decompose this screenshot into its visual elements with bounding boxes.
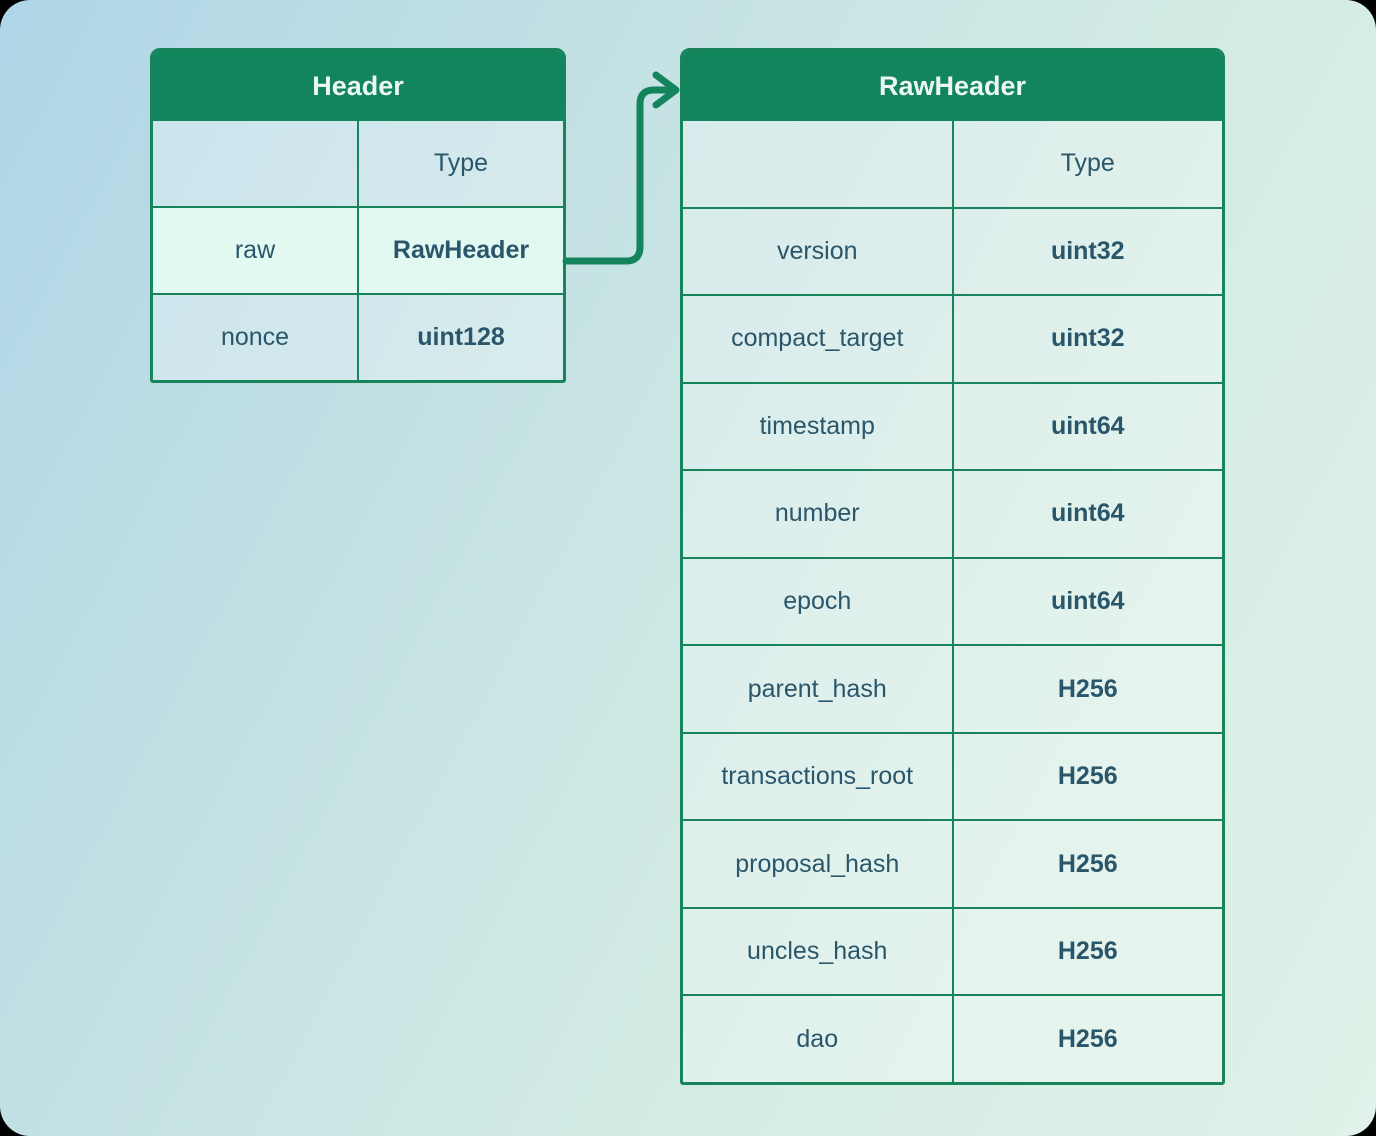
header-table-title: Header xyxy=(153,51,563,121)
field-type: H256 xyxy=(953,733,1222,820)
rawheader-table-title: RawHeader xyxy=(683,51,1222,121)
table-row-compact-target: compact_target uint32 xyxy=(683,294,1222,382)
empty-cell xyxy=(153,121,359,206)
table-row-parent-hash: parent_hash H256 xyxy=(683,644,1222,732)
field-name: nonce xyxy=(153,295,359,380)
field-name: epoch xyxy=(683,558,954,645)
field-name: proposal_hash xyxy=(683,821,954,907)
columns-header-row: Type xyxy=(683,121,1222,207)
field-type: uint32 xyxy=(953,296,1222,382)
field-type: uint64 xyxy=(953,383,1222,470)
field-name: timestamp xyxy=(683,383,954,470)
table-row-transactions-root: transactions_root H256 xyxy=(683,731,1222,820)
table-row-epoch: epoch uint64 xyxy=(683,556,1222,645)
type-column-header: Type xyxy=(359,121,563,206)
field-type: H256 xyxy=(953,821,1222,907)
field-name: raw xyxy=(153,208,359,293)
empty-cell xyxy=(683,121,954,207)
rawheader-table: RawHeader Type version uint32 compact_ta… xyxy=(680,48,1225,1085)
table-row-version: version uint32 xyxy=(683,206,1222,295)
arrowhead-icon xyxy=(652,71,680,109)
field-name: transactions_root xyxy=(683,733,954,820)
field-name: parent_hash xyxy=(683,646,954,732)
arrow-line xyxy=(562,86,672,265)
field-type: uint64 xyxy=(953,558,1222,645)
field-type: uint32 xyxy=(953,208,1222,295)
table-row-uncles-hash: uncles_hash H256 xyxy=(683,906,1222,995)
type-column-header: Type xyxy=(953,121,1222,207)
field-name: number xyxy=(683,471,954,557)
field-name: dao xyxy=(683,996,954,1083)
field-name: version xyxy=(683,208,954,295)
field-type: H256 xyxy=(953,996,1222,1083)
header-table: Header Type raw RawHeader nonce uint128 xyxy=(150,48,566,383)
field-name: compact_target xyxy=(683,296,954,382)
table-row-raw: raw RawHeader xyxy=(153,206,563,293)
table-row-number: number uint64 xyxy=(683,469,1222,557)
field-type: H256 xyxy=(953,646,1222,732)
field-type: uint64 xyxy=(953,471,1222,557)
table-row-dao: dao H256 xyxy=(683,994,1222,1083)
table-row-nonce: nonce uint128 xyxy=(153,293,563,380)
field-type: RawHeader xyxy=(359,208,563,293)
table-row-proposal-hash: proposal_hash H256 xyxy=(683,819,1222,907)
table-row-timestamp: timestamp uint64 xyxy=(683,381,1222,470)
field-type: uint128 xyxy=(359,295,563,380)
columns-header-row: Type xyxy=(153,121,563,206)
field-name: uncles_hash xyxy=(683,908,954,995)
field-type: H256 xyxy=(953,908,1222,995)
